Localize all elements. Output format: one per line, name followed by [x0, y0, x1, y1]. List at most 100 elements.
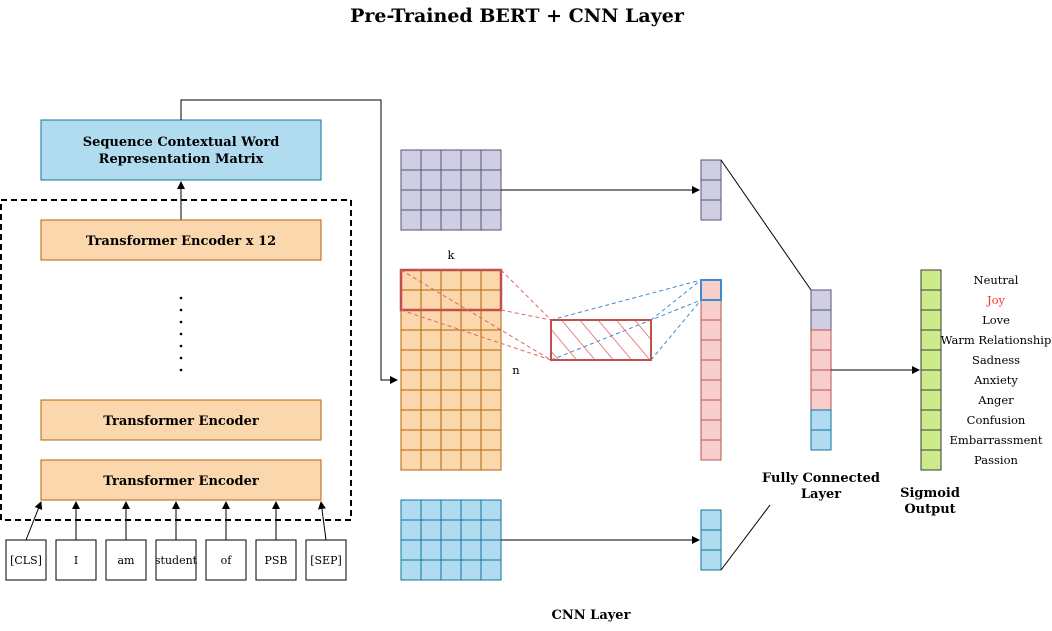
- grid-cell: [400, 169, 422, 191]
- selected-feature-cell: [700, 279, 722, 301]
- vector-cell: [700, 529, 722, 551]
- vector-cell: [920, 309, 942, 331]
- grid-cell: [420, 149, 442, 171]
- grid-cell: [420, 449, 442, 471]
- grid-cell: [480, 169, 502, 191]
- grid-cell: [400, 559, 422, 581]
- emotion-label: Sadness: [972, 353, 1020, 367]
- emotion-label: Neutral: [974, 273, 1019, 287]
- pooled-feature-vectors: [700, 159, 942, 571]
- vector-cell: [920, 369, 942, 391]
- grid-cell: [480, 189, 502, 211]
- vector-cell: [700, 279, 722, 301]
- grid-cell: [420, 499, 442, 521]
- grid-cell: [440, 449, 462, 471]
- grid-cell: [480, 269, 502, 291]
- grid-cell: [480, 429, 502, 451]
- vector-cell: [700, 549, 722, 571]
- blue-feature-map: [400, 499, 502, 581]
- grid-cell: [480, 349, 502, 371]
- grid-cell: [440, 149, 462, 171]
- grid-cell: [400, 369, 422, 391]
- grid-cell: [460, 499, 482, 521]
- grid-cell: [480, 209, 502, 231]
- vector-cell: [700, 509, 722, 531]
- transformer-encoder-bottom-label: Transformer Encoder: [103, 474, 259, 489]
- grid-cell: [460, 169, 482, 191]
- sigmoid-label-line2: Output: [904, 502, 955, 517]
- cnn-layer-caption: CNN Layer: [552, 608, 631, 623]
- grid-cell: [400, 519, 422, 541]
- purple-vector: [700, 159, 722, 221]
- transformer-encoder-top: [40, 219, 322, 261]
- blue-to-fc-line: [720, 504, 771, 571]
- vector-cell: [700, 419, 722, 441]
- grid-cell: [460, 189, 482, 211]
- purple-feature-map: [400, 149, 502, 231]
- grid-cell: [460, 409, 482, 431]
- grid-cell: [480, 289, 502, 311]
- grid-cell: [460, 559, 482, 581]
- emotion-label: Anxiety: [973, 373, 1018, 387]
- token-box: [105, 539, 147, 581]
- grid-cell: [440, 429, 462, 451]
- representation-matrix-box: [40, 119, 322, 181]
- vector-cell: [700, 359, 722, 381]
- grid-cell: [440, 209, 462, 231]
- grid-cell: [440, 169, 462, 191]
- grid-cell: [480, 149, 502, 171]
- grid-cell: [460, 429, 482, 451]
- grid-cell: [440, 559, 462, 581]
- grid-cell: [480, 539, 502, 561]
- sequence-length-label: n: [512, 363, 520, 377]
- sigmoid-output-vector: [920, 269, 942, 471]
- grid-cell: [440, 499, 462, 521]
- vector-cell: [920, 409, 942, 431]
- representation-matrix-label-line2: Representation Matrix: [99, 152, 264, 167]
- vector-cell: [920, 429, 942, 451]
- grid-cell: [420, 329, 442, 351]
- grid-cell: [400, 449, 422, 471]
- vector-cell: [920, 269, 942, 291]
- token-label: [SEP]: [310, 554, 342, 567]
- token-label: am: [118, 554, 136, 567]
- vector-cell: [810, 369, 832, 391]
- grid-cell: [440, 369, 462, 391]
- grid-cell: [440, 269, 462, 291]
- vector-cell: [700, 339, 722, 361]
- grid-cell: [400, 349, 422, 371]
- grid-cell: [400, 389, 422, 411]
- emotion-label: Warm Relationship: [941, 333, 1052, 347]
- filter-projection-lines: [400, 269, 702, 361]
- transformer-encoder-bottom: [40, 459, 322, 501]
- ellipsis-dots: [179, 296, 183, 372]
- emotion-label: Passion: [974, 453, 1018, 467]
- vector-cell: [920, 289, 942, 311]
- grid-cell: [460, 289, 482, 311]
- grid-cell: [440, 189, 462, 211]
- token-arrow: [25, 501, 43, 541]
- token-box: [255, 539, 297, 581]
- token-label: student: [155, 554, 198, 567]
- token-box: [55, 539, 97, 581]
- vector-cell: [700, 199, 722, 221]
- vector-cell: [810, 429, 832, 451]
- cnn-feature-maps: [400, 149, 502, 581]
- token-label: [CLS]: [10, 554, 42, 567]
- grid-cell: [400, 289, 422, 311]
- grid-cell: [440, 409, 462, 431]
- grid-cell: [460, 309, 482, 331]
- transformer-encoder-middle: [40, 399, 322, 441]
- token-label: I: [74, 554, 78, 567]
- sigmoid-label-line1: Sigmoid: [900, 486, 960, 501]
- grid-cell: [400, 429, 422, 451]
- grid-cell: [420, 429, 442, 451]
- grid-cell: [420, 189, 442, 211]
- grid-cell: [420, 519, 442, 541]
- grid-cell: [420, 269, 442, 291]
- grid-cell: [440, 539, 462, 561]
- grid-cell: [460, 389, 482, 411]
- vector-cell: [700, 299, 722, 321]
